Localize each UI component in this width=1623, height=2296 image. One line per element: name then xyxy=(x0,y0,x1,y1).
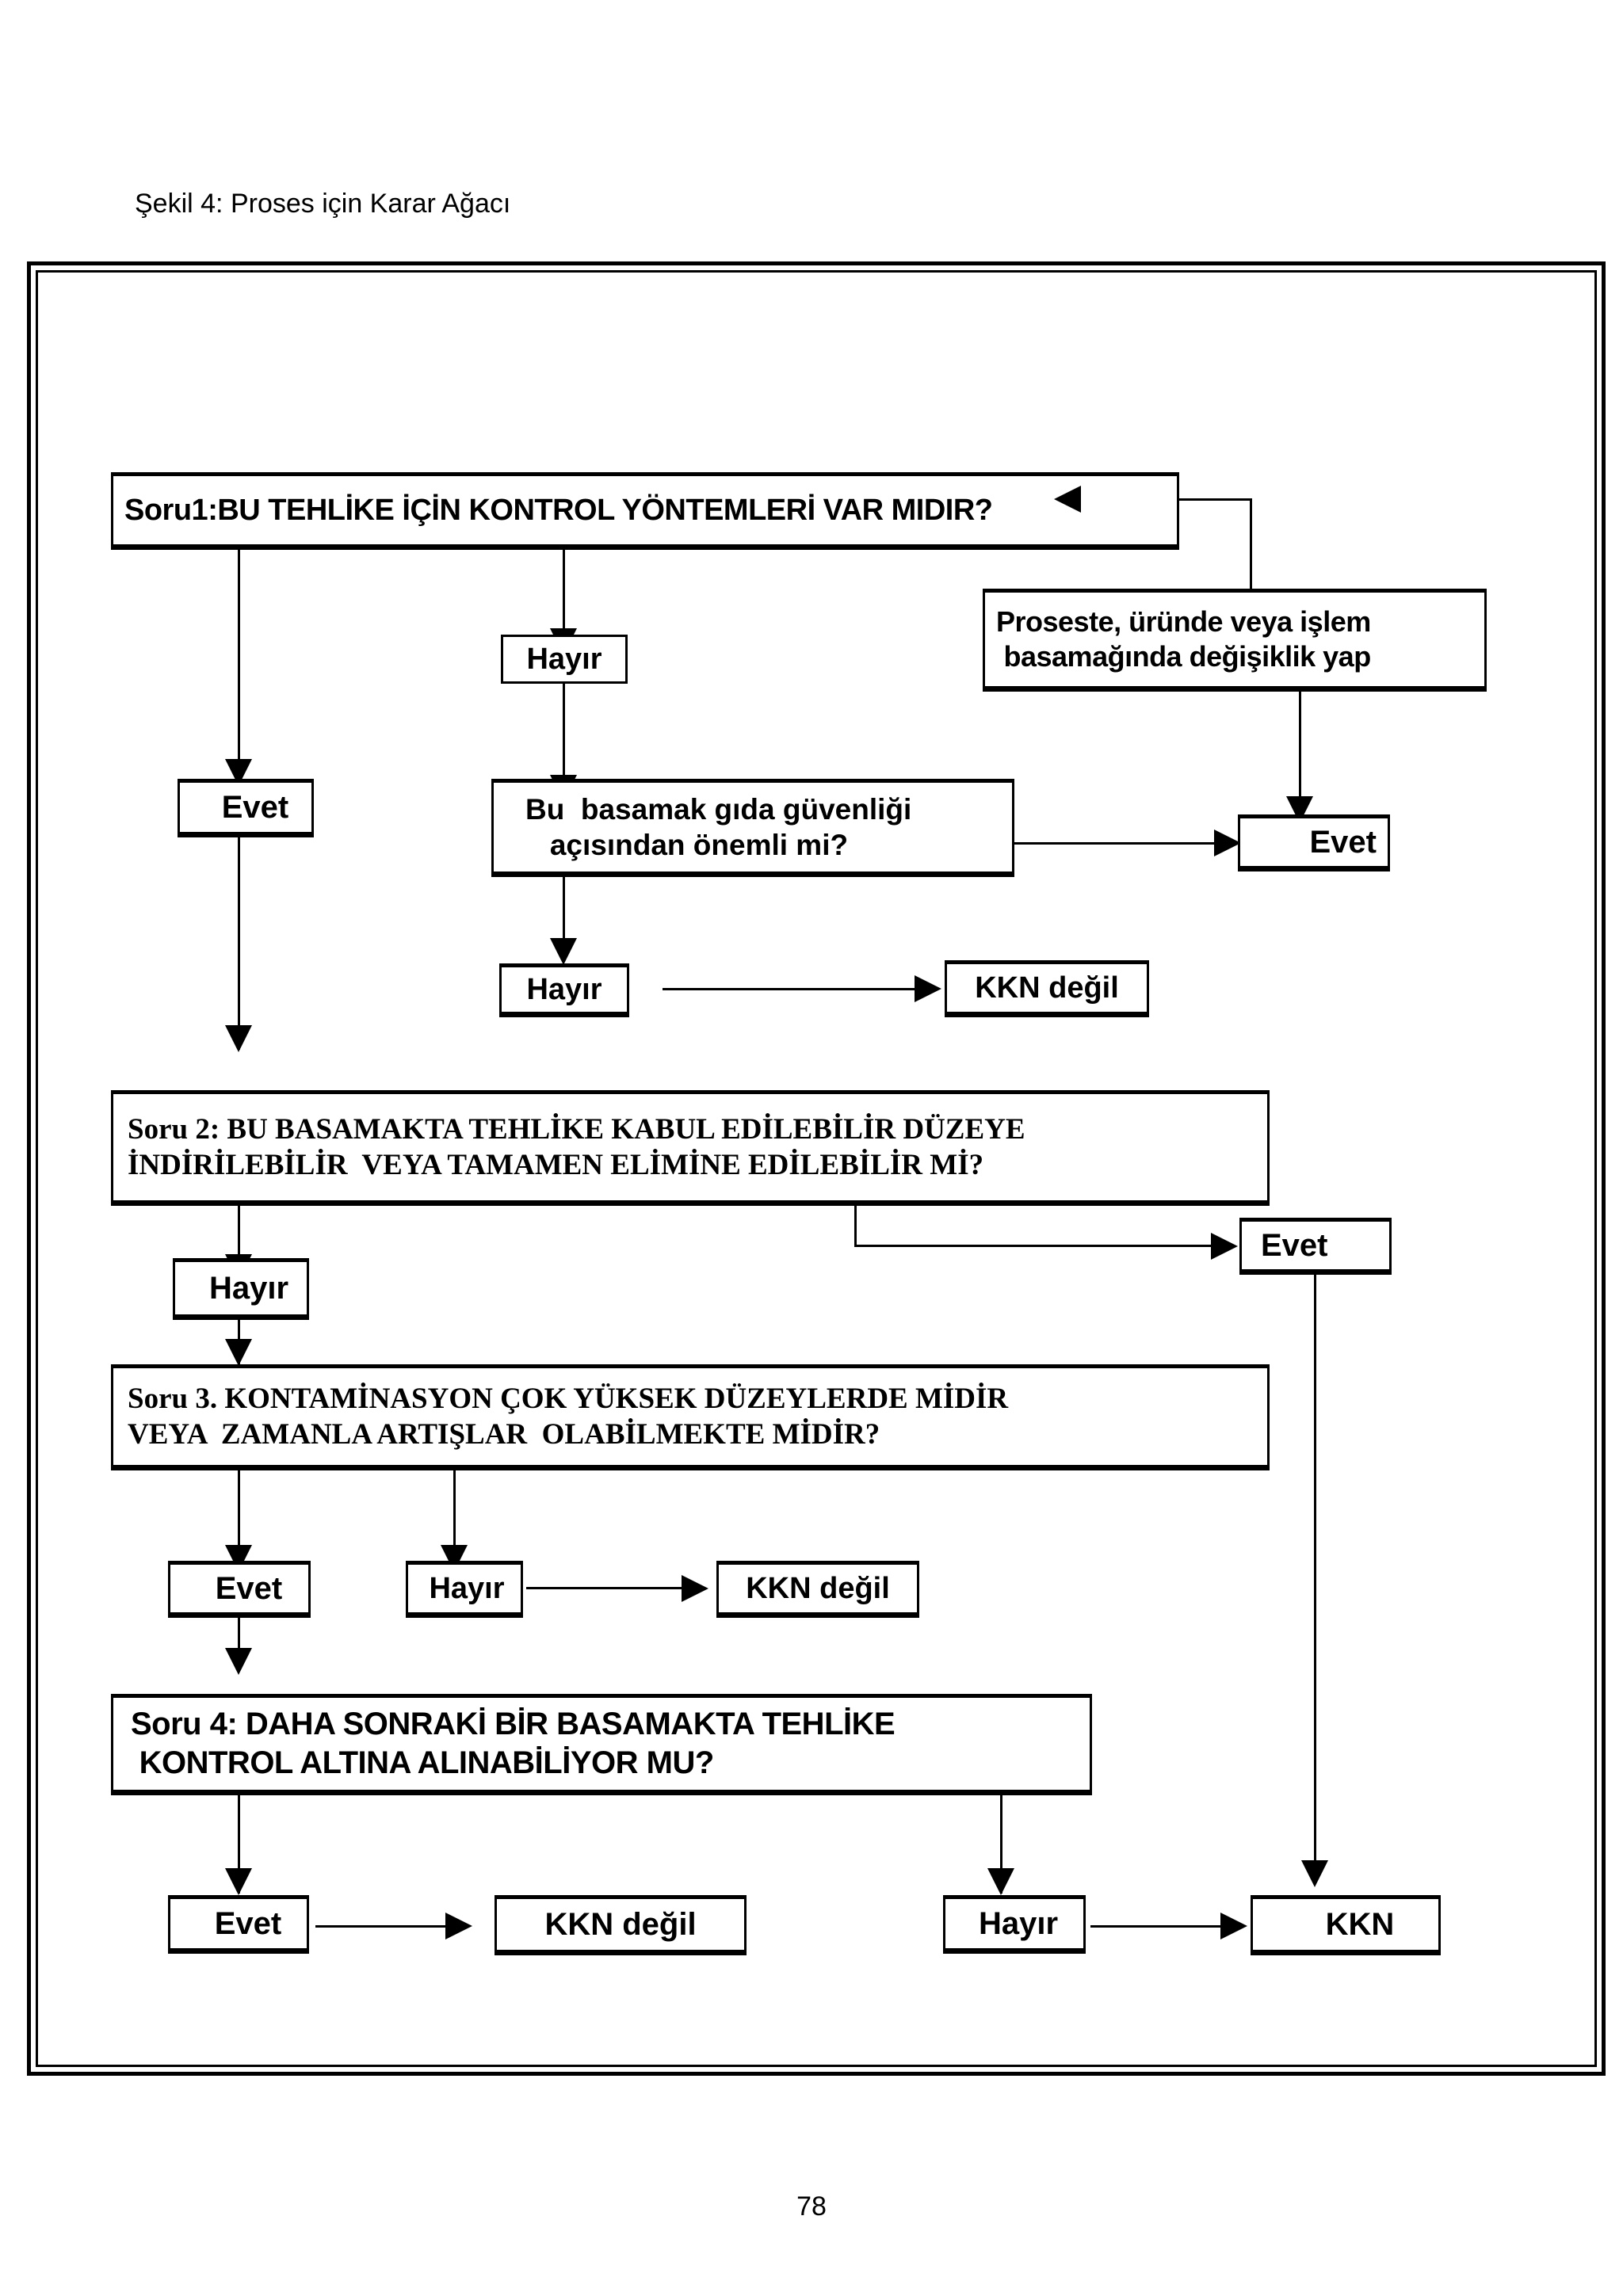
line-q1-to-yes xyxy=(238,547,240,764)
node-ccp-label: KKN xyxy=(1325,1906,1395,1942)
line-modify-to-yes-right xyxy=(1299,688,1301,801)
node-step-no[interactable]: Hayır xyxy=(499,965,629,1014)
arrow-q1-yes-to-q2 xyxy=(225,1025,252,1052)
arrow-modify-to-question-1 xyxy=(1054,486,1081,513)
line-q4-no-to-ccp xyxy=(1090,1925,1224,1928)
node-q4-no[interactable]: Hayır xyxy=(943,1897,1086,1951)
node-not-ccp-3[interactable]: KKN değil xyxy=(495,1897,747,1952)
line-q4-yes-to-not-ccp-3 xyxy=(315,1925,449,1928)
node-not-ccp-1-label: KKN değil xyxy=(975,971,1119,1005)
node-modify-process-label: Proseste, üründe veya işlem basamağında … xyxy=(996,605,1371,673)
node-modify-process[interactable]: Proseste, üründe veya işlem basamağında … xyxy=(983,590,1487,688)
line-step-to-yes-right xyxy=(1014,842,1217,845)
node-question-4[interactable]: Soru 4: DAHA SONRAKİ BİR BASAMAKTA TEHLİ… xyxy=(111,1695,1092,1792)
node-q4-yes-label: Evet xyxy=(214,1905,282,1941)
line-q4-to-yes xyxy=(238,1792,240,1894)
node-q3-yes[interactable]: Evet xyxy=(168,1562,311,1615)
line-q3-yes-to-q4 xyxy=(238,1615,240,1667)
node-q3-no-label: Hayır xyxy=(429,1571,505,1605)
arrow-q4-no-to-ccp xyxy=(1220,1913,1247,1939)
line-q3-to-no xyxy=(453,1467,456,1553)
node-q2-yes[interactable]: Evet xyxy=(1239,1219,1392,1272)
node-question-3[interactable]: Soru 3. KONTAMİNASYON ÇOK YÜKSEK DÜZEYLE… xyxy=(111,1366,1270,1467)
arrow-step-to-yes-right xyxy=(1214,830,1241,856)
line-q1-yes-to-q2 xyxy=(238,834,240,1050)
arrow-q4-yes-to-not-ccp-3 xyxy=(445,1913,472,1939)
arrow-q2-yes-to-ccp xyxy=(1301,1860,1328,1887)
node-question-4-label: Soru 4: DAHA SONRAKİ BİR BASAMAKTA TEHLİ… xyxy=(131,1707,896,1780)
node-question-2[interactable]: Soru 2: BU BASAMAKTA TEHLİKE KABUL EDİLE… xyxy=(111,1092,1270,1203)
arrow-q4-to-no xyxy=(987,1868,1014,1895)
node-q1-no-label: Hayır xyxy=(526,642,602,676)
line-q4-to-no xyxy=(1000,1792,1002,1894)
node-not-ccp-2[interactable]: KKN değil xyxy=(716,1562,919,1615)
node-q3-no[interactable]: Hayır xyxy=(406,1562,523,1615)
node-ccp[interactable]: KKN xyxy=(1251,1897,1441,1952)
node-q4-no-label: Hayır xyxy=(978,1905,1059,1941)
page-number: 78 xyxy=(796,2191,827,2222)
node-not-ccp-3-label: KKN değil xyxy=(544,1906,697,1942)
node-step-important[interactable]: Bu basamak gıda güvenliği açısından önem… xyxy=(491,780,1014,874)
arrow-q2-to-yes xyxy=(1211,1233,1238,1260)
node-q2-yes-label: Evet xyxy=(1261,1227,1328,1263)
arrow-q3-yes-to-q4 xyxy=(225,1648,252,1675)
node-question-3-label: Soru 3. KONTAMİNASYON ÇOK YÜKSEK DÜZEYLE… xyxy=(128,1382,1009,1451)
line-q2-to-yes-vertical xyxy=(854,1203,857,1247)
node-question-1[interactable]: Soru1:BU TEHLİKE İÇİN KONTROL YÖNTEMLERİ… xyxy=(111,474,1179,547)
line-q1-to-no xyxy=(563,547,565,634)
node-question-1-label: Soru1:BU TEHLİKE İÇİN KONTROL YÖNTEMLERİ… xyxy=(124,493,993,527)
arrow-q4-to-yes xyxy=(225,1868,252,1895)
node-q1-no[interactable]: Hayır xyxy=(501,635,628,684)
node-q1-yes[interactable]: Evet xyxy=(178,780,314,834)
node-not-ccp-1[interactable]: KKN değil xyxy=(945,962,1149,1014)
line-modify-feedback-vertical xyxy=(1250,498,1252,595)
arrow-step-to-no xyxy=(550,938,577,965)
node-step-no-label: Hayır xyxy=(526,972,602,1006)
node-q2-no[interactable]: Hayır xyxy=(173,1260,309,1317)
line-step-to-no xyxy=(563,874,565,944)
node-step-yes-label: Evet xyxy=(1309,824,1377,860)
node-q3-yes-label: Evet xyxy=(215,1570,283,1606)
arrow-q2-no-to-q3 xyxy=(225,1339,252,1366)
node-step-yes[interactable]: Evet xyxy=(1238,816,1390,868)
node-question-2-label: Soru 2: BU BASAMAKTA TEHLİKE KABUL EDİLE… xyxy=(128,1112,1025,1181)
figure-frame-inner xyxy=(36,270,1597,2067)
node-not-ccp-2-label: KKN değil xyxy=(746,1571,890,1605)
arrow-q3-no-to-not-ccp-2 xyxy=(682,1575,708,1602)
line-q2-yes-to-ccp xyxy=(1314,1272,1316,1871)
line-q3-no-to-not-ccp-2 xyxy=(526,1587,685,1589)
line-step-no-to-not-ccp-1 xyxy=(663,988,918,990)
line-q3-to-yes xyxy=(238,1467,240,1553)
node-q4-yes[interactable]: Evet xyxy=(168,1897,309,1951)
node-step-important-label: Bu basamak gıda güvenliği açısından önem… xyxy=(525,792,912,861)
line-q1-no-to-step xyxy=(563,684,565,780)
figure-caption: Şekil 4: Proses için Karar Ağacı xyxy=(135,189,511,219)
arrow-step-no-to-not-ccp-1 xyxy=(915,975,941,1002)
node-q1-yes-label: Evet xyxy=(221,789,289,825)
node-q2-no-label: Hayır xyxy=(208,1270,289,1306)
line-q2-to-yes-horizontal xyxy=(854,1245,1214,1247)
line-q2-to-no xyxy=(238,1203,240,1260)
